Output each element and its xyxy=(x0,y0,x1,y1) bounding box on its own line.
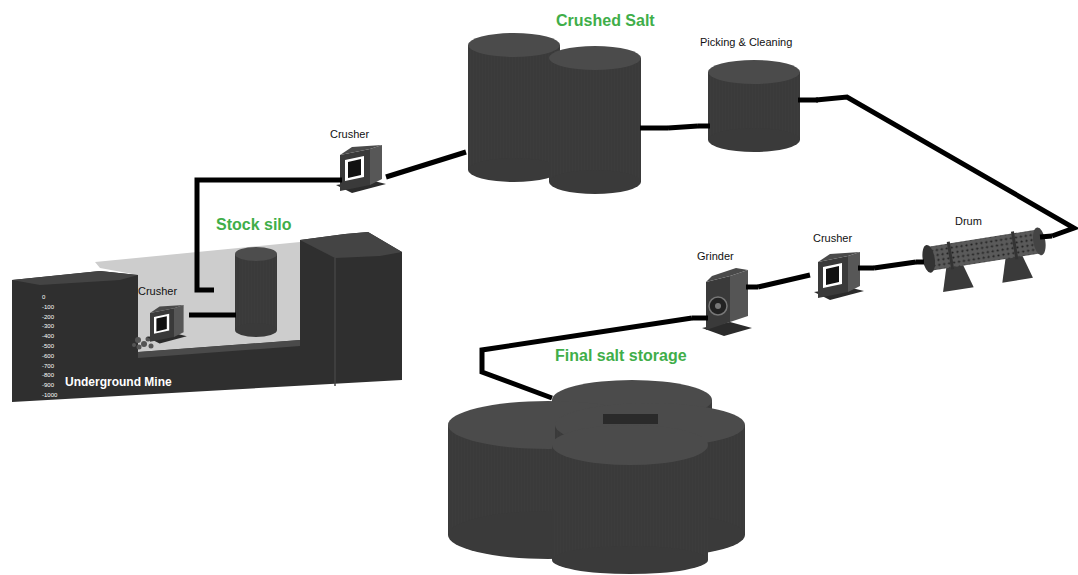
depth-mark: -100 xyxy=(42,304,54,310)
mine-block: Underground Mine Crusher Stock silo xyxy=(12,210,404,405)
depth-mark: -200 xyxy=(42,314,54,320)
depth-mark: -700 xyxy=(42,363,54,369)
storage-silo-group: Final salt storage xyxy=(552,340,748,572)
depth-mark: -400 xyxy=(42,333,54,339)
depth-mark: -1000 xyxy=(42,392,57,398)
depth-mark: 0 xyxy=(42,294,45,300)
node-label: Crusher xyxy=(330,128,369,141)
grinder-unit: Grinder xyxy=(692,248,758,338)
salt-silo-group: Crushed Salt xyxy=(466,8,668,194)
conveyor-line xyxy=(482,318,692,398)
conveyor-line xyxy=(758,275,810,287)
conveyor-line xyxy=(874,262,916,268)
crusher-unit: Crusher xyxy=(133,283,189,353)
conveyor-line xyxy=(189,313,214,318)
node-label: Crusher xyxy=(138,285,177,298)
node-label: Crushed Salt xyxy=(556,12,655,30)
conveyor-line xyxy=(386,152,466,177)
conveyor-line xyxy=(197,180,326,290)
node-label: Underground Mine xyxy=(65,376,172,390)
crusher-unit: Crusher xyxy=(326,124,386,196)
depth-mark: -800 xyxy=(42,372,54,378)
depth-mark: -300 xyxy=(42,323,54,329)
depth-mark: -500 xyxy=(42,343,54,349)
node-label: Grinder xyxy=(697,250,734,263)
depth-mark: -600 xyxy=(42,353,54,359)
node-label: Final salt storage xyxy=(555,347,687,365)
node-label: Stock silo xyxy=(216,216,292,234)
crusher-unit: Crusher xyxy=(810,230,874,302)
conveyor-line xyxy=(816,97,1074,236)
cleaning-tank: Picking & Cleaning xyxy=(698,34,816,150)
drum-unit: Drum xyxy=(916,212,1052,292)
node-label: Crusher xyxy=(813,232,852,245)
node-label: Drum xyxy=(955,215,982,228)
conveyor-line xyxy=(668,126,698,128)
node-label: Picking & Cleaning xyxy=(700,36,792,49)
depth-mark: -900 xyxy=(42,382,54,388)
stock-silo: Stock silo xyxy=(214,214,298,338)
